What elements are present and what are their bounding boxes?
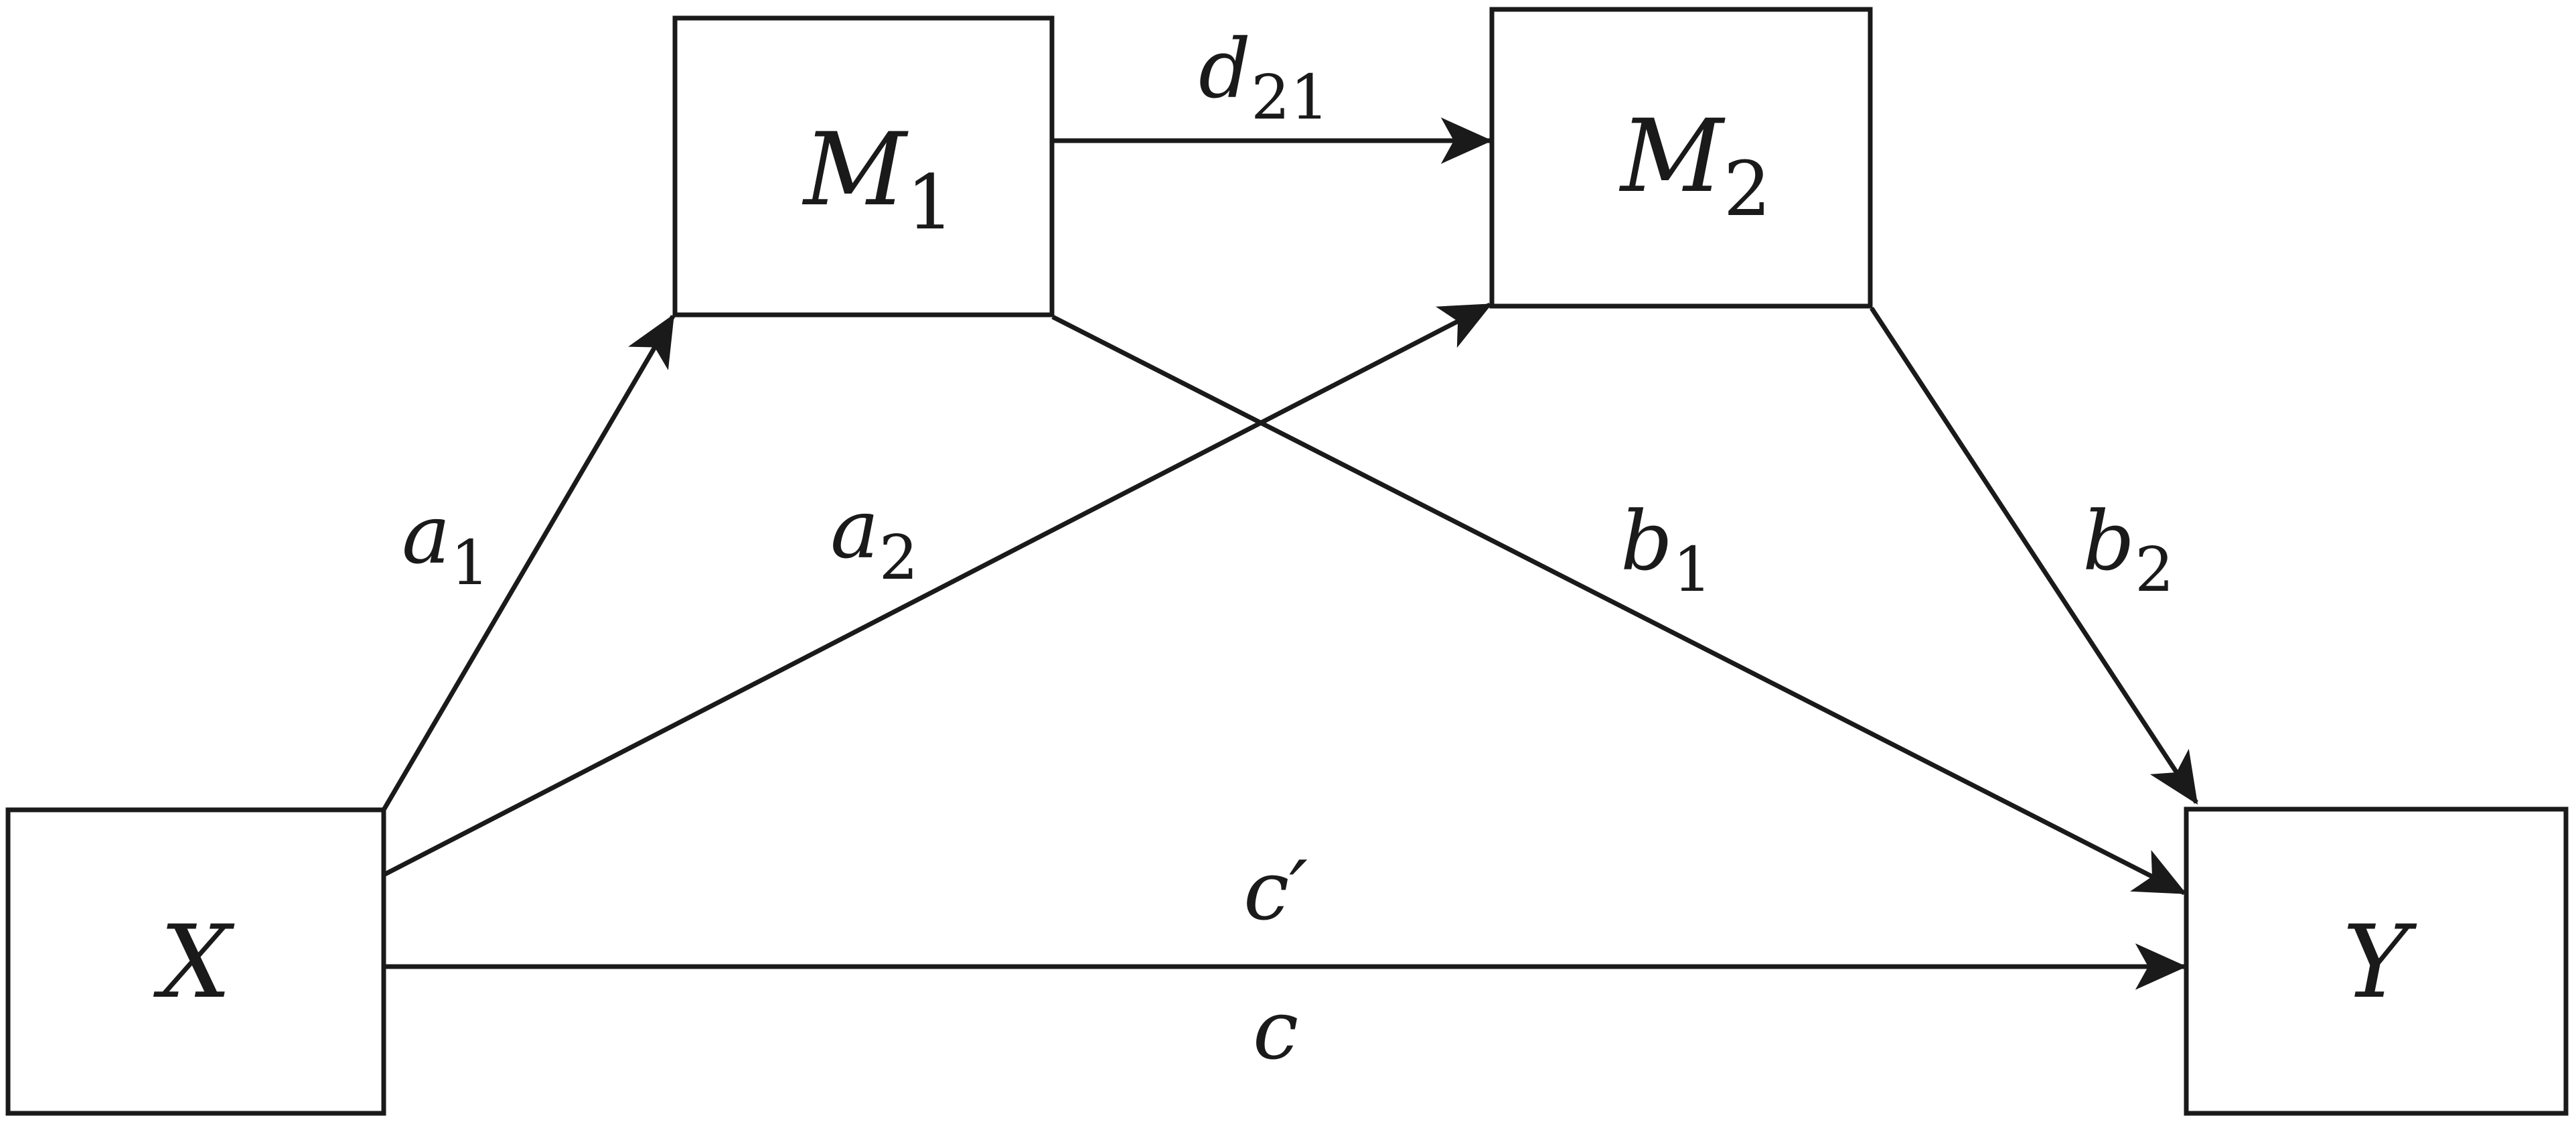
node-y-var: Y [2342, 904, 2417, 1021]
label-b1-var: b [1620, 494, 1673, 589]
node-m1-var: M [802, 112, 909, 228]
edge-m2-to-y [1870, 307, 2198, 805]
node-m1-label: M1 [802, 112, 954, 247]
node-m2-sub: 2 [1724, 146, 1771, 233]
label-b1-sub: 1 [1673, 534, 1712, 606]
node-m1-sub: 1 [907, 159, 954, 247]
label-d21-var: d [1199, 21, 1251, 117]
node-x-label: X [153, 904, 235, 1021]
node-y: Y [2184, 807, 2569, 1116]
label-a1-var: a [402, 487, 451, 582]
label-b2-var: b [2082, 494, 2135, 589]
node-m1-box [672, 15, 1055, 318]
node-x-var: X [153, 904, 235, 1021]
node-y-label: Y [2342, 904, 2417, 1021]
label-b2-sub: 2 [2135, 534, 2174, 606]
label-a1-sub: 1 [451, 527, 490, 599]
edge-x-to-m1 [381, 313, 676, 811]
node-m2-var: M [1618, 98, 1726, 215]
label-c-prime: c′ [1243, 843, 1308, 938]
node-m2: M2 [1489, 7, 1873, 309]
label-a2-sub: 2 [879, 522, 919, 593]
node-m2-box [1489, 7, 1873, 309]
label-c: c [1253, 983, 1298, 1078]
node-x: X [5, 807, 386, 1116]
label-a2-var: a [830, 482, 879, 577]
node-y-box [2184, 807, 2569, 1116]
edge-m1-to-y [1051, 314, 2187, 896]
node-x-box [5, 807, 386, 1116]
label-b2: b2 [2082, 494, 2174, 606]
label-a2: a2 [830, 482, 918, 593]
label-a1: a1 [402, 487, 489, 599]
node-m1: M1 [672, 15, 1055, 318]
edges [381, 117, 2198, 990]
node-m2-label: M2 [1618, 98, 1771, 233]
label-d21-sub: 21 [1251, 62, 1329, 133]
label-d21: d21 [1199, 21, 1329, 133]
label-b1: b1 [1620, 494, 1712, 606]
edge-x-to-m2 [384, 302, 1493, 877]
